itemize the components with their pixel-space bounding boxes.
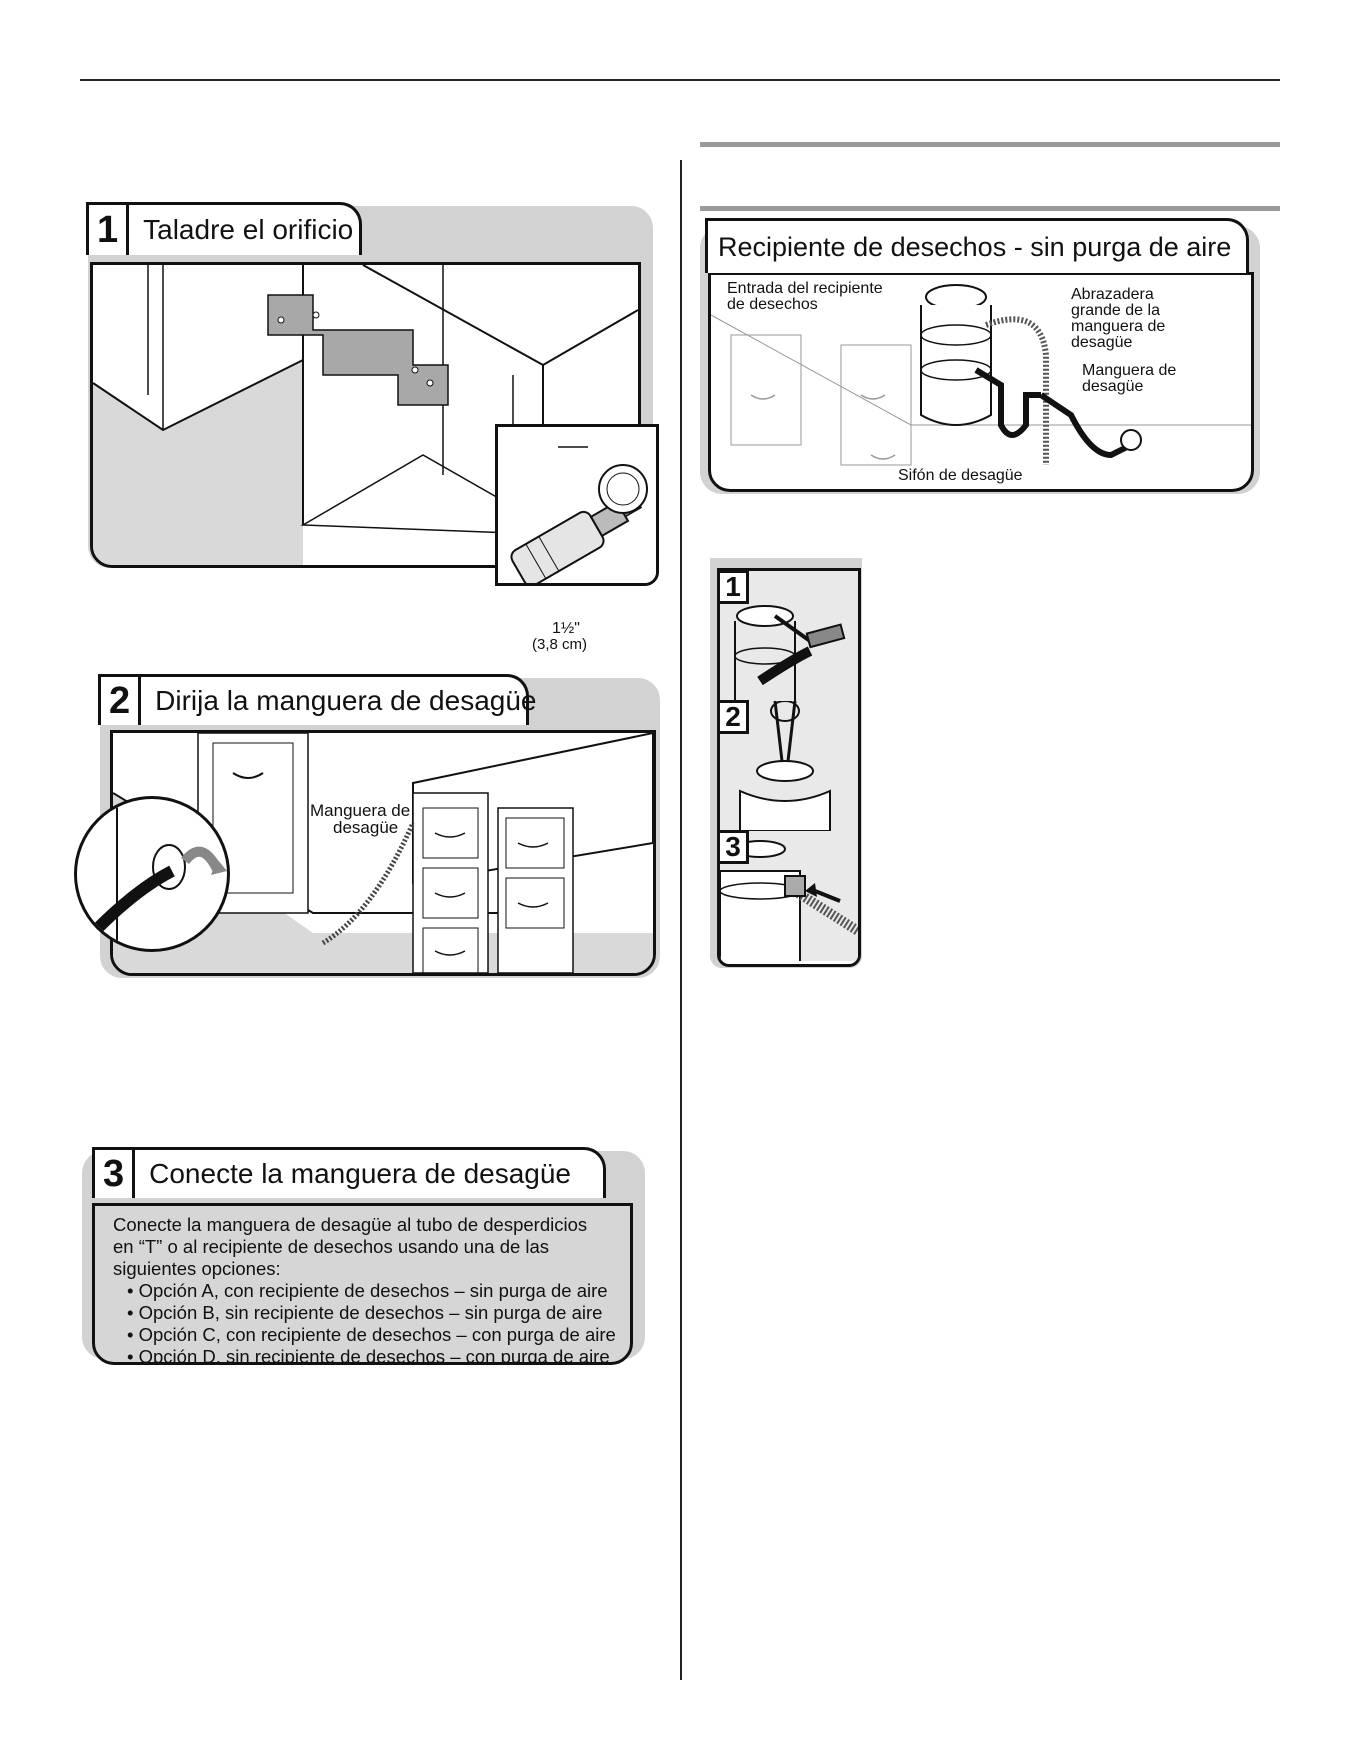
hose-through-hole-icon — [92, 799, 227, 949]
step3-line-3: siguientes opciones: — [113, 1258, 281, 1279]
step1-tab: 1 Taladre el orificio — [86, 202, 362, 255]
hole-size-metric: (3,8 cm) — [532, 636, 588, 653]
hose-label-2: desagüe — [1082, 378, 1144, 395]
hose-label-1: Manguera de — [1082, 362, 1177, 379]
hammer-screwdriver-icon — [734, 605, 846, 701]
trap-label: Sifón de desagüe — [898, 467, 1023, 484]
knockout-badge-2: 2 — [717, 700, 749, 734]
step1-illustration — [90, 262, 641, 568]
inlet-label-1: Entrada del recipiente — [727, 280, 883, 297]
knockout-badge-1: 1 — [717, 570, 749, 604]
disposer-panel: Recipiente de desechos - sin purga de ai… — [700, 218, 1260, 496]
step3-title: Conecte la manguera de desagüe — [149, 1158, 571, 1189]
section-rule-top — [700, 142, 1280, 147]
disposer-trap-illustration — [711, 284, 1251, 466]
pliers-icon — [739, 701, 831, 831]
step1-title: Taladre el orificio — [143, 214, 354, 245]
clamp-label-1: Abrazadera — [1071, 286, 1154, 303]
step2-panel: 2 Dirija la manguera de desagüe — [74, 674, 660, 1004]
step3-panel: Conecte la manguera de desagüe al tubo d… — [82, 1147, 647, 1369]
top-rule — [80, 79, 1280, 81]
step3-text: Conecte la manguera de desagüe al tubo d… — [113, 1214, 616, 1365]
clamp-label-3: manguera de — [1071, 318, 1166, 335]
disposer-illustration — [708, 272, 1254, 492]
cabinet-drill-illustration — [93, 265, 638, 565]
step3-number: 3 — [95, 1150, 136, 1198]
step3-body: Conecte la manguera de desagüe al tubo d… — [92, 1203, 633, 1365]
step3-option-c: • Opción C, con recipiente de desechos –… — [127, 1324, 616, 1345]
cabinet-hose-illustration — [113, 733, 653, 973]
step1-panel: 1 Taladre el orificio 1½" (3,8 cm) — [80, 202, 659, 653]
hose-detail-circle — [74, 796, 230, 952]
step3-option-a: • Opción A, con recipiente de desechos –… — [127, 1280, 608, 1301]
drill-icon — [498, 427, 656, 583]
inlet-label-2: de desechos — [727, 296, 818, 313]
column-divider — [680, 160, 682, 1680]
knockout-badge-3: 3 — [717, 830, 749, 864]
step2-number: 2 — [101, 677, 142, 725]
step3-option-b: • Opción B, sin recipiente de desechos –… — [127, 1302, 603, 1323]
step3-line-2: en “T” o al recipiente de desechos usand… — [113, 1236, 550, 1257]
step2-hose-label-1: Manguera de — [310, 801, 411, 820]
disposer-title: Recipiente de desechos - sin purga de ai… — [718, 231, 1232, 262]
step3-line-1: Conecte la manguera de desagüe al tubo d… — [113, 1214, 588, 1235]
step1-number: 1 — [89, 205, 130, 255]
disposer-tab: Recipiente de desechos - sin purga de ai… — [705, 218, 1249, 273]
clamp-label-4: desagüe — [1071, 334, 1133, 351]
clamp-label-2: grande de la — [1071, 302, 1160, 319]
drill-inset — [495, 424, 659, 586]
step2-title: Dirija la manguera de desagüe — [155, 685, 537, 716]
step3-tab: 3 Conecte la manguera de desagüe — [92, 1147, 606, 1198]
hole-size-label: 1½" — [552, 620, 580, 637]
step2-hose-label-2: desagüe — [333, 818, 399, 837]
section-rule-bottom — [700, 206, 1280, 211]
knockout-steps-strip — [717, 568, 861, 967]
step3-option-d: • Opción D, sin recipiente de desechos –… — [127, 1346, 610, 1365]
step2-tab: 2 Dirija la manguera de desagüe — [98, 674, 537, 725]
